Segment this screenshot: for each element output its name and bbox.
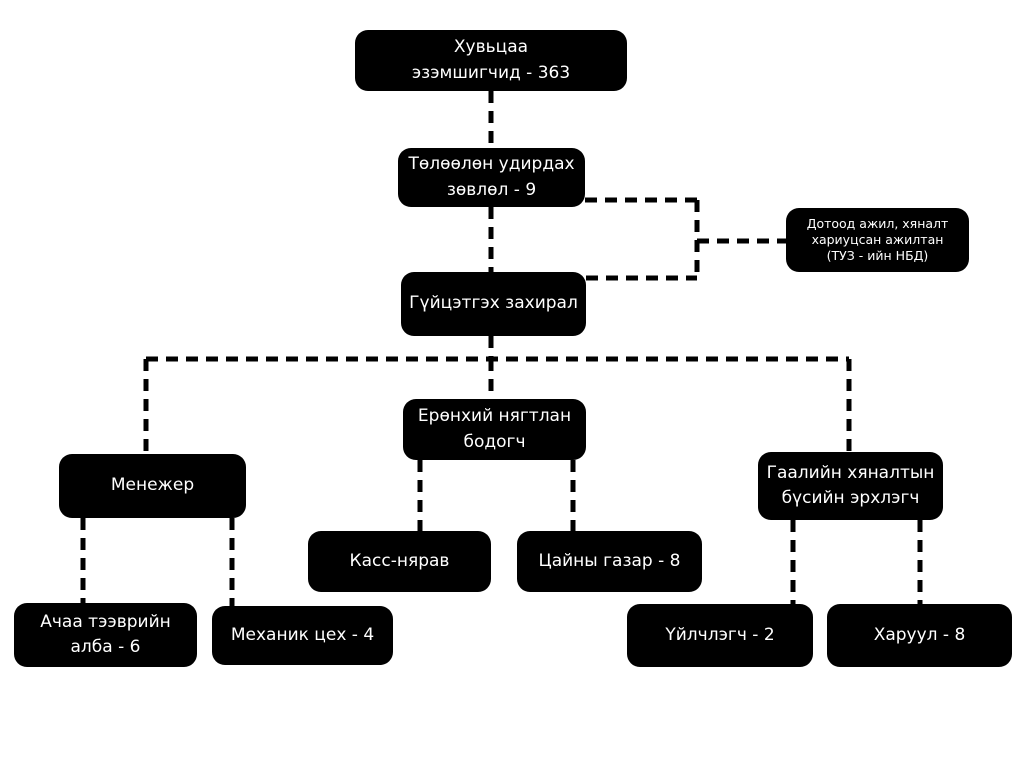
org-node-cashier-label: Касс-нярав: [349, 550, 450, 571]
org-node-customs-head-label: Гаалийн хяналтын бүсийн эрхлэгч: [766, 462, 935, 509]
org-node-mechanic: Механик цех - 4: [212, 606, 393, 665]
org-node-guard-label: Харуул - 8: [873, 624, 966, 645]
org-node-internal-control-label: Дотоод ажил, хяналт хариуцсан ажилтан (Т…: [806, 215, 949, 264]
org-node-cleaner-label: Үйлчлэгч - 2: [665, 624, 775, 645]
org-node-board-label: Төлөөлөн удирдах зөвлөл - 9: [408, 154, 575, 200]
org-node-canteen: Цайны газар - 8: [517, 531, 702, 592]
org-node-chief-accountant: Ерөнхий нягтлан бодогч: [403, 399, 586, 460]
org-node-board: Төлөөлөн удирдах зөвлөл - 9: [398, 148, 585, 207]
org-node-internal-control: Дотоод ажил, хяналт хариуцсан ажилтан (Т…: [786, 208, 969, 272]
org-node-customs-head: Гаалийн хяналтын бүсийн эрхлэгч: [758, 452, 943, 520]
org-node-guard: Харуул - 8: [827, 604, 1012, 667]
org-node-exec-director: Гүйцэтгэх захирал: [401, 272, 586, 336]
org-node-mechanic-label: Механик цех - 4: [230, 624, 375, 645]
org-node-cashier: Касс-нярав: [308, 531, 491, 592]
org-node-exec-director-label: Гүйцэтгэх захирал: [409, 293, 578, 314]
org-node-manager: Менежер: [59, 454, 246, 518]
org-node-shareholders-label: Хувьцаа эзэмшигчид - 363: [411, 37, 571, 83]
org-node-freight-label: Ачаа тээврийн алба - 6: [40, 611, 171, 658]
org-node-freight: Ачаа тээврийн алба - 6: [14, 603, 197, 667]
org-node-manager-label: Менежер: [110, 475, 195, 496]
org-node-chief-accountant-label: Ерөнхий нягтлан бодогч: [417, 406, 572, 452]
org-node-canteen-label: Цайны газар - 8: [538, 550, 681, 571]
org-node-cleaner: Үйлчлэгч - 2: [627, 604, 813, 667]
org-node-shareholders: Хувьцаа эзэмшигчид - 363: [355, 30, 627, 91]
